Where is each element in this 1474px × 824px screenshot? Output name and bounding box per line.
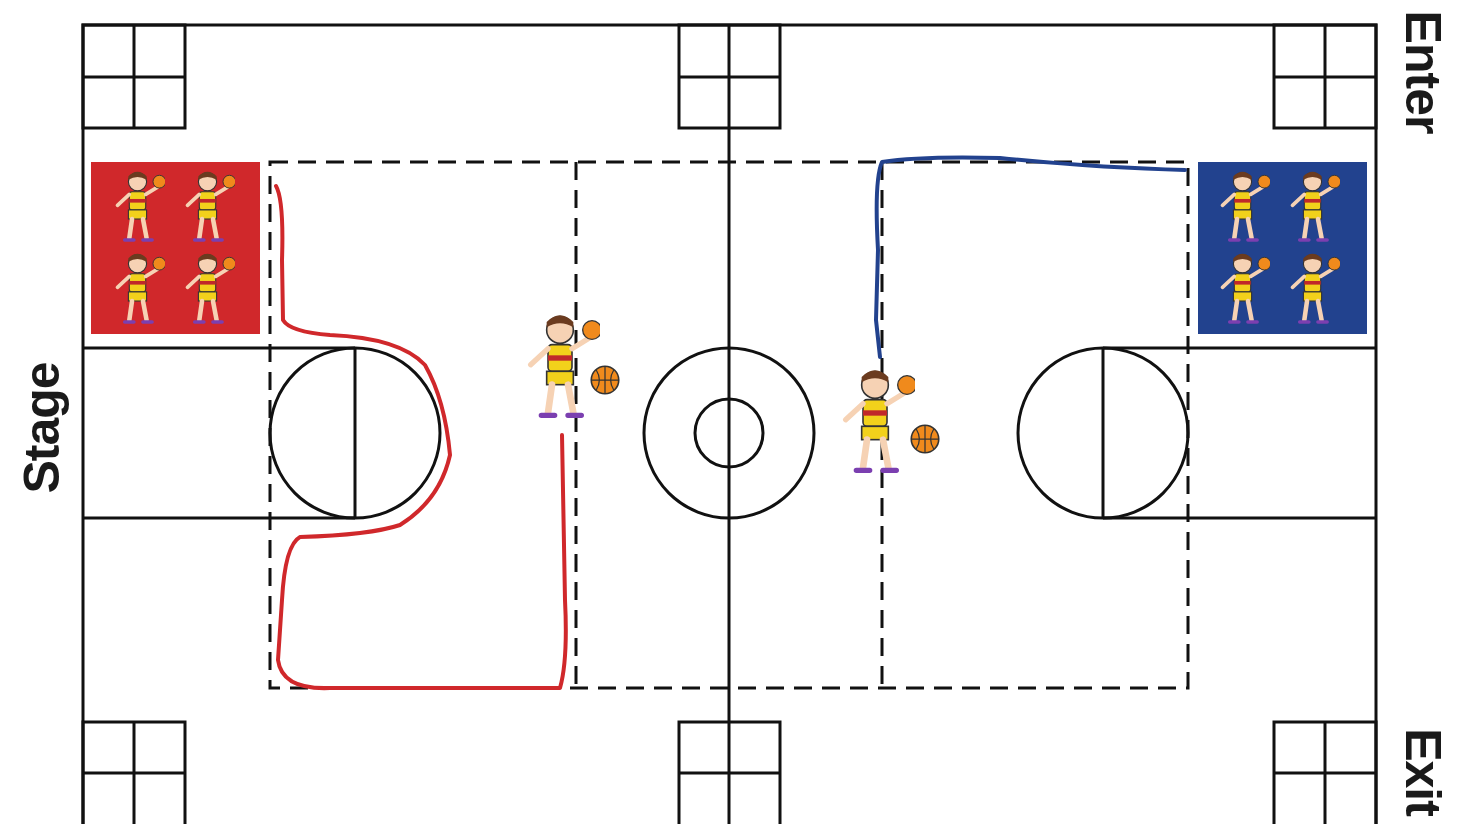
side-label: Exit xyxy=(1398,728,1448,816)
side-label: Enter xyxy=(1398,11,1448,134)
side-label: Stage xyxy=(17,362,67,493)
